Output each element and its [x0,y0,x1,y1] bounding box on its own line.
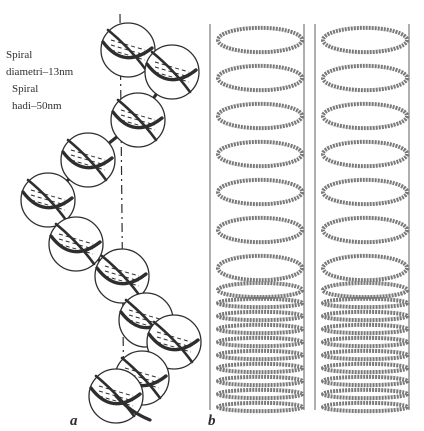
coil-turn [218,256,302,280]
nucleosome-bead [49,217,103,271]
nucleosome-bead [145,45,199,99]
panel-b-label: b [208,413,216,429]
coil-turn [218,364,302,372]
coil-turn [323,364,407,372]
coil-turn [218,218,302,242]
annotation-line-4: hadi–50nm [12,100,62,112]
annotation-line-2: diametri–13nm [6,66,74,78]
coil-turn [323,351,407,359]
coil-turn [218,283,302,297]
coil-turn [218,325,302,333]
coil-turn [218,299,302,307]
coil-turn [218,66,302,90]
coil-turn [218,390,302,398]
coil-turn [218,312,302,320]
coil-turn [323,28,407,52]
coil-turn [218,28,302,52]
coil-turn [323,142,407,166]
nucleosome-bead [61,133,115,187]
coil-turn [218,403,302,411]
coil-turn [218,104,302,128]
annotation-line-1: Spiral [6,49,32,61]
coil-turn [323,312,407,320]
panel-a-label: a [70,413,78,429]
panel-a-nucleosome-spiral: Spiral diametri–13nm Spiral hadi–50nm a [6,14,201,429]
coil-turn [323,403,407,411]
coil-turn [323,104,407,128]
panel-b-chromatin-coils: b [208,24,409,429]
coil-turn [323,66,407,90]
coil-turn [323,377,407,385]
coil-turn [323,338,407,346]
coil-turn [323,283,407,297]
nucleosome-bead [111,93,165,147]
nucleosome-group [21,23,201,423]
coil-turn [323,390,407,398]
solenoid-coil [315,24,409,411]
coil-turn [218,180,302,204]
coil-turn [323,256,407,280]
coil-turn [323,180,407,204]
coil-turn [323,299,407,307]
coil-turn [218,377,302,385]
coil-turn [218,338,302,346]
coil-turn [323,325,407,333]
coil-group [210,24,409,411]
annotation-line-3: Spiral [12,83,38,95]
coil-turn [218,142,302,166]
solenoid-coil [210,24,304,411]
coil-turn [218,351,302,359]
coil-turn [323,218,407,242]
